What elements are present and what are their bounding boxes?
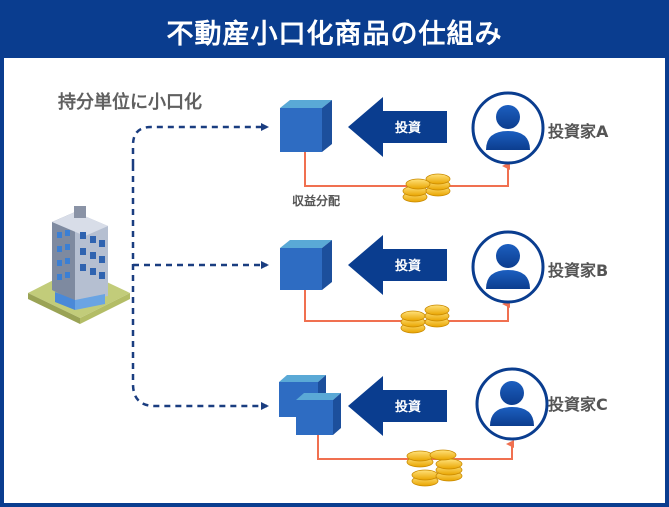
invest-arrow-a: 投資 (348, 97, 447, 157)
share-cube-c (279, 375, 341, 435)
investor-a-label: 投資家A (548, 122, 609, 141)
invest-arrow-label: 投資 (395, 399, 421, 415)
investor-c-label: 投資家C (548, 395, 608, 414)
building-icon (28, 206, 130, 324)
revenue-label: 収益分配 (292, 193, 340, 208)
coin-stack-b (400, 304, 450, 334)
share-cube-b (280, 240, 332, 290)
share-cube-a (280, 100, 332, 152)
page-title: 不動産小口化商品の仕組み (4, 4, 665, 58)
invest-arrow-c: 投資 (348, 376, 447, 436)
investor-b-icon (471, 230, 545, 304)
invest-arrow-b: 投資 (348, 235, 447, 295)
coin-stack-a (402, 173, 451, 203)
invest-arrow-label: 投資 (395, 258, 421, 274)
coin-stack-c (406, 449, 463, 487)
split-lines (131, 123, 269, 410)
investor-c-icon (475, 367, 549, 441)
investor-b-label: 投資家B (548, 261, 608, 280)
investor-a-icon (471, 91, 545, 165)
split-label: 持分単位に小口化 (58, 91, 202, 113)
invest-arrow-label: 投資 (395, 120, 421, 136)
